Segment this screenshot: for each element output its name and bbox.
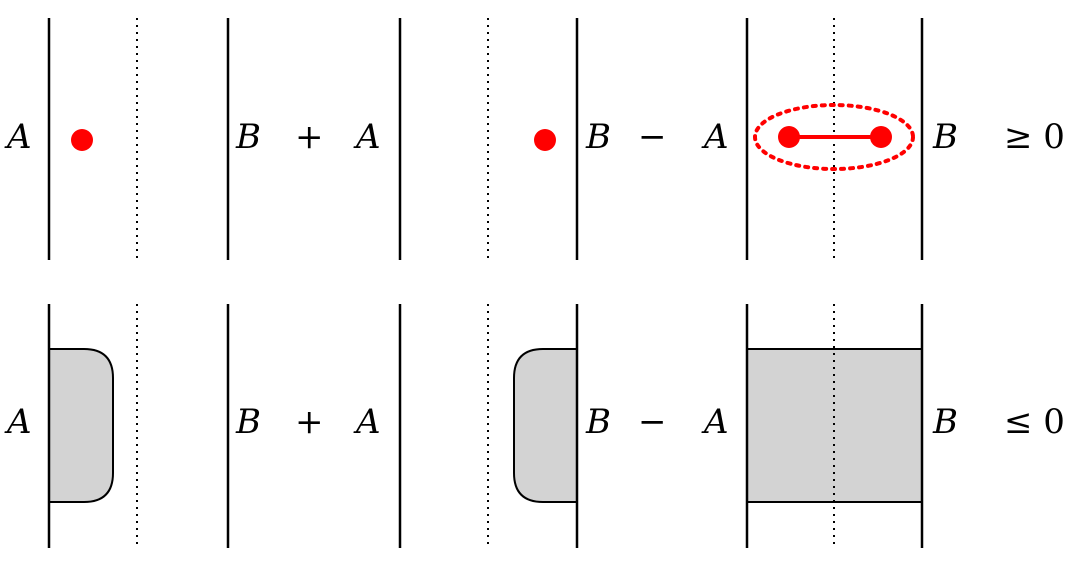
minus-sign: − <box>638 117 667 157</box>
label-a: A <box>353 117 381 157</box>
red-dot <box>778 126 800 148</box>
relation-leq-zero: ≤ 0 <box>1004 402 1065 442</box>
shaded-bump <box>513 348 578 503</box>
minus-sign: − <box>638 402 667 442</box>
label-b: B <box>235 117 261 157</box>
shaded-bump <box>48 348 114 503</box>
label-b: B <box>932 402 958 442</box>
label-a: A <box>701 117 729 157</box>
label-b: B <box>585 117 611 157</box>
label-b: B <box>932 117 958 157</box>
label-a: A <box>4 402 32 442</box>
dotted-ellipse <box>753 103 915 171</box>
label-a: A <box>4 117 32 157</box>
red-dot <box>534 129 556 151</box>
label-a: A <box>353 402 381 442</box>
plus-sign: + <box>295 402 324 442</box>
label-a: A <box>701 402 729 442</box>
relation-geq-zero: ≥ 0 <box>1004 117 1065 157</box>
plus-sign: + <box>295 117 324 157</box>
label-b: B <box>235 402 261 442</box>
row-bottom: A B + A B − A B ≤ 0 <box>4 304 1065 548</box>
red-dot <box>71 129 93 151</box>
label-b: B <box>585 402 611 442</box>
row-top: A B + A B − A B ≥ 0 <box>4 18 1065 260</box>
red-dot <box>870 126 892 148</box>
